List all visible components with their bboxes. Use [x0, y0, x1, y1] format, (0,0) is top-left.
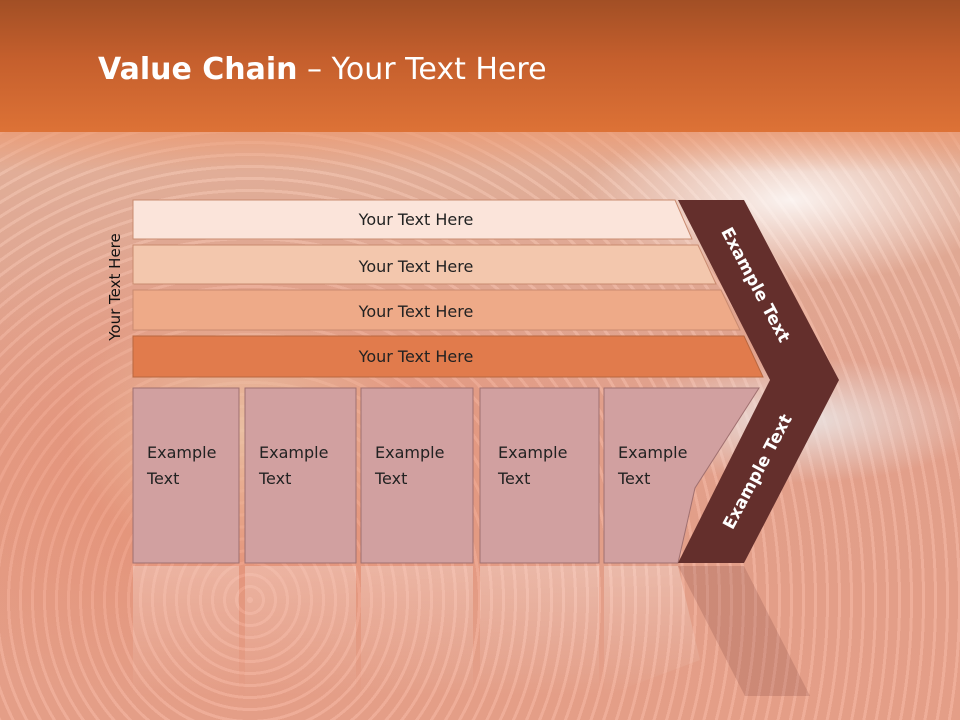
- support-row: Your Text Here: [132, 335, 764, 378]
- support-row-1: [132, 199, 693, 240]
- support-row-3: [132, 289, 741, 331]
- primary-box-4-line1: Example: [498, 443, 567, 462]
- primary-box: Example Text: [603, 387, 760, 564]
- primary-box-3-line1: Example: [375, 443, 444, 462]
- support-row: Your Text Here: [132, 244, 717, 285]
- header-fade: [0, 132, 960, 172]
- support-row-2: [132, 244, 717, 285]
- support-row: Your Text Here: [132, 289, 741, 331]
- primary-box: Example Text: [244, 387, 357, 564]
- support-row-3-label: Your Text Here: [358, 302, 474, 321]
- primary-box: Example Text: [360, 387, 474, 564]
- primary-box-2-line1: Example: [259, 443, 328, 462]
- primary-box-1-line2: Text: [146, 469, 179, 488]
- chevron-upper-arm: [678, 200, 839, 380]
- primary-box-5-line1: Example: [618, 443, 687, 462]
- primary-box-5-line2: Text: [617, 469, 650, 488]
- primary-box-4-line2: Text: [497, 469, 530, 488]
- chevron-lower-arm: [678, 380, 839, 563]
- support-row-4: [132, 335, 764, 378]
- primary-box-3-line2: Text: [374, 469, 407, 488]
- primary-box: Example Text: [132, 387, 240, 564]
- support-row-4-label: Your Text Here: [358, 347, 474, 366]
- diagram-reflection: [133, 566, 810, 696]
- header-band: [0, 0, 960, 132]
- title-rest: – Your Text Here: [297, 52, 547, 87]
- title-bold: Value Chain: [98, 52, 298, 87]
- primary-box-2-line2: Text: [258, 469, 291, 488]
- primary-box-1-line1: Example: [147, 443, 216, 462]
- support-row-2-label: Your Text Here: [358, 257, 474, 276]
- slide-title: Value Chain – Your Text Here: [98, 52, 547, 87]
- primary-box: Example Text: [479, 387, 600, 564]
- support-row: Your Text Here: [132, 199, 693, 240]
- support-row-1-label: Your Text Here: [358, 210, 474, 229]
